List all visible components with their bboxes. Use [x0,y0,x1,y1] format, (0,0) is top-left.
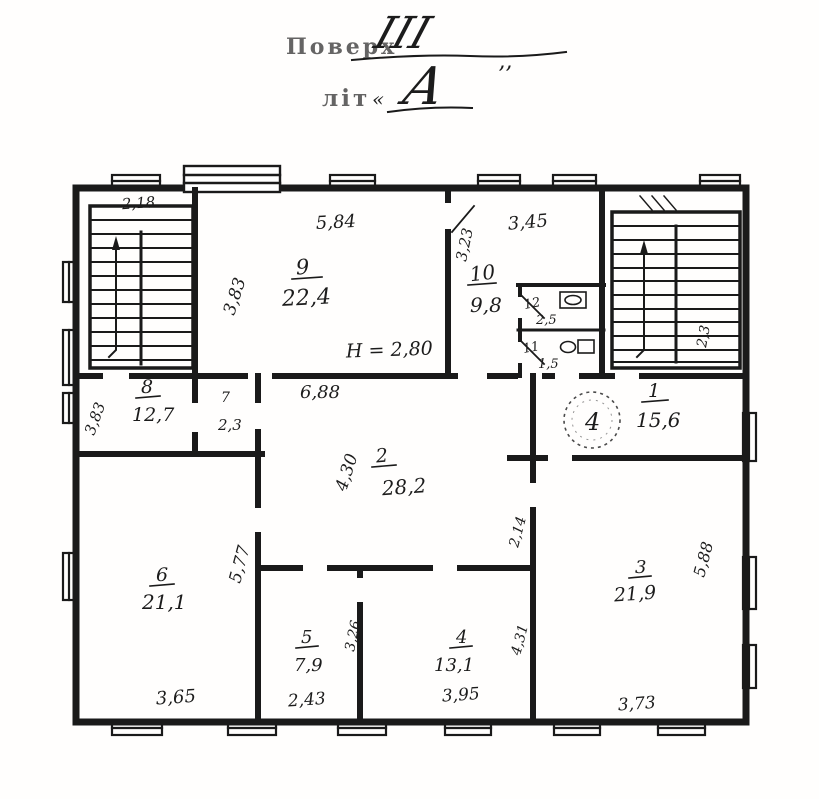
dim-stair-right: 2,3 [694,324,714,350]
room-8-number: 8 [141,376,153,398]
dim-stair-left: 2,18 [120,193,156,213]
room-6-number: 6 [156,564,168,586]
wc-fixtures [559,291,595,354]
room-8-area: 12,7 [132,404,175,426]
room-3-area: 21,9 [612,582,657,607]
liter-label: літ [322,85,370,112]
dim-room5-height: 3,26 [342,619,364,653]
room-labels: 9 22,4 10 9,8 12 2,5 11 1,5 8 12,7 7 2,3… [132,255,681,676]
room-6-area: 21,1 [141,590,187,614]
room-10-area: 9,8 [470,293,502,317]
wc-partitions [450,204,606,378]
stamp-number: 4 [584,408,600,436]
room-7-area: 2,3 [217,416,242,434]
room-2-area: 28,2 [380,473,427,500]
dim-left-room8: 3,83 [81,400,109,438]
entry-porch [182,164,282,194]
room-11-area: 1,5 [538,357,559,372]
dim-wall3-lower: 4,31 [508,623,532,658]
dim-room6-height: 5,77 [226,543,255,585]
room-9-number: 9 [295,255,310,280]
dim-room3-height: 5,88 [690,540,718,579]
round-stamp: 4 [563,391,621,449]
left-staircase [88,204,195,370]
dim-corridor-depth: 4,30 [331,451,362,494]
stair-up-arrow [107,245,117,359]
liter-underline [386,106,474,114]
room-5-area: 7,9 [294,655,323,676]
room-12-number: 12 [523,295,542,313]
dim-room4-width: 3,95 [441,684,480,707]
dim-room3-width: 3,73 [617,693,656,716]
dim-wall3-upper: 2,14 [506,515,530,550]
dim-room6-width: 3,65 [155,686,196,710]
dim-top-room9: 5,84 [315,211,356,234]
room-1-area: 15,6 [636,408,681,432]
inner-walls [75,187,749,721]
liter-open-quote: « [372,87,384,111]
room-12-area: 2,5 [535,313,557,328]
title-block: Поверх III літ « А ’’ [286,7,568,117]
floor-underline [350,50,568,62]
room-3-number: 3 [635,557,646,578]
room-11-number: 11 [522,339,541,357]
floor-number: III [368,7,439,59]
dim-left-room10: 3,23 [452,226,477,262]
room-4-area: 13,1 [434,655,474,676]
dim-corridor-width: 6,88 [300,382,340,403]
room-9-area: 22,4 [280,284,331,312]
dim-room5-width: 2,43 [286,689,326,712]
right-staircase [610,194,742,370]
dim-top-room10: 3,45 [507,210,549,234]
room-2-number: 2 [374,445,389,468]
pen-tick: ’’ [498,63,512,88]
toilet-tank-icon [577,339,595,354]
room-4-number: 4 [455,627,467,648]
height-note: Н = 2,80 [345,338,434,363]
dim-left-room9: 3,83 [220,275,251,317]
room-1-number: 1 [648,380,660,402]
floor-label: Поверх [286,34,397,60]
toilet-icon [559,340,577,354]
room-7-number: 7 [221,390,230,406]
stair-up-arrow [635,249,645,359]
sink-icon [559,291,587,309]
room-5-number: 5 [301,627,312,648]
room-10-number: 10 [468,260,496,287]
